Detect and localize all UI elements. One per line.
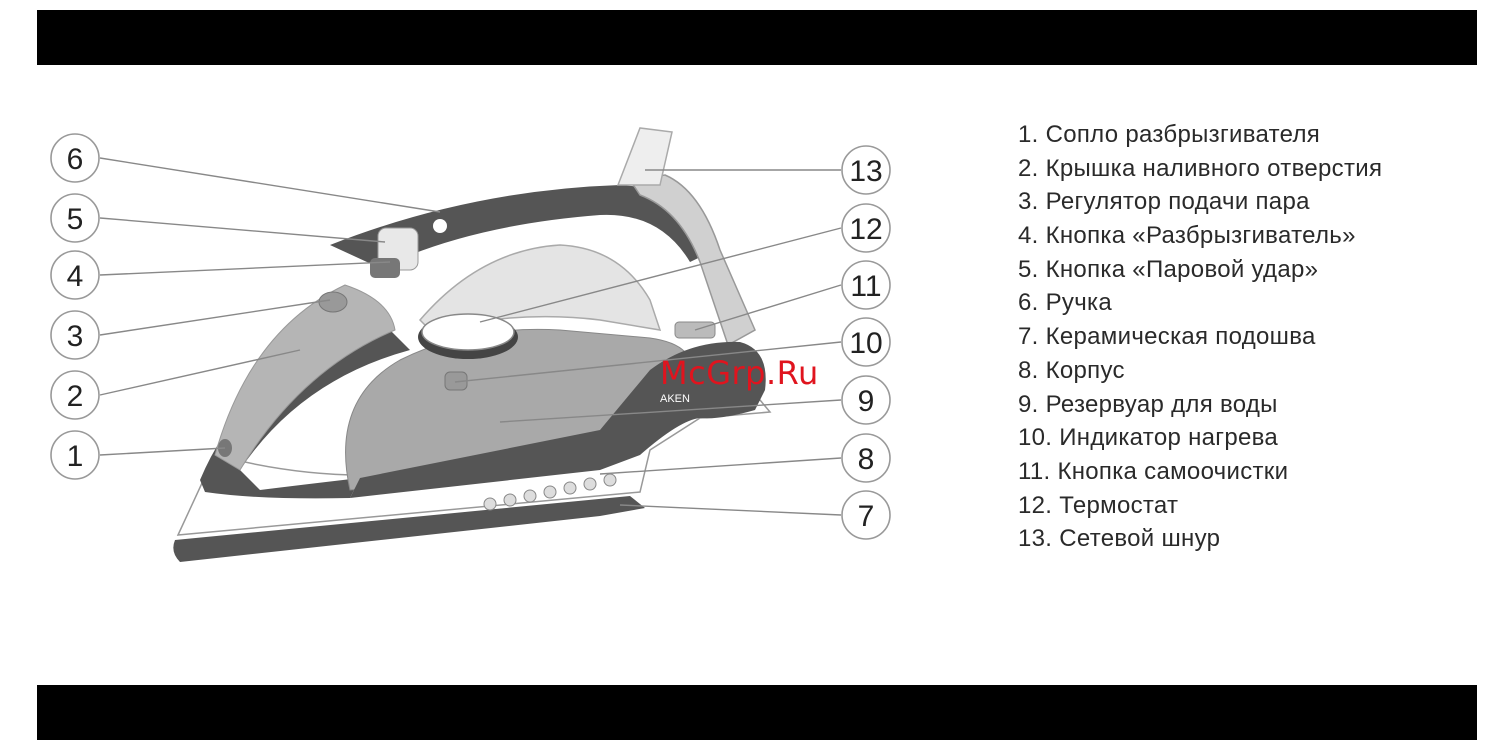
callout-number: 12 — [849, 213, 882, 246]
watermark: McGrp.Ru — [660, 354, 819, 392]
brand-logo: AKEN — [660, 393, 690, 405]
legend-item: 2. Крышка наливного отверстия — [1018, 154, 1383, 182]
legend-item: 5. Кнопка «Паровой удар» — [1018, 255, 1319, 283]
legend-item: 11. Кнопка самоочистки — [1018, 457, 1289, 485]
leader-lines — [99, 157, 842, 516]
leader-line — [99, 447, 226, 456]
callout-circle — [841, 490, 891, 540]
callout-circle — [50, 430, 100, 480]
legend-item: 9. Резервуар для воды — [1018, 390, 1278, 418]
handle-grip — [418, 244, 662, 331]
callout-number: 1 — [67, 440, 84, 473]
legend-item: 1. Сопло разбрызгивателя — [1018, 121, 1321, 148]
handle-band — [330, 185, 715, 268]
legend-item: 10. Индикатор нагрева — [1018, 424, 1279, 452]
legend-item: 7. Керамическая подошва — [1018, 323, 1316, 351]
callout-number: 13 — [849, 155, 882, 188]
legend-item: 3. Регулятор подачи пара — [1018, 188, 1310, 216]
steam-regulator — [318, 291, 348, 313]
callout-circle — [841, 433, 891, 483]
callout-number: 3 — [67, 320, 84, 353]
leader-line — [479, 227, 842, 323]
callout-circle — [50, 370, 100, 420]
leader-line — [454, 341, 842, 383]
callout-number: 2 — [67, 380, 84, 413]
callout-circle — [50, 193, 100, 243]
callout-number: 6 — [67, 143, 84, 176]
callout-number: 7 — [858, 500, 875, 533]
callout-number: 11 — [850, 270, 881, 303]
leader-line — [99, 261, 391, 276]
leader-line — [99, 349, 301, 396]
callout-number: 5 — [67, 203, 84, 236]
callout-circle — [841, 145, 891, 195]
callout-number: 10 — [849, 327, 882, 360]
bottom-black-bar — [37, 685, 1477, 740]
legend-item: 13. Сетевой шнур — [1018, 525, 1221, 553]
leader-line — [99, 157, 441, 213]
callout-number: 9 — [858, 385, 875, 418]
rear-frame — [350, 341, 766, 498]
legend-item: 6. Ручка — [1018, 289, 1112, 317]
callout-circle — [50, 310, 100, 360]
leader-line — [499, 399, 842, 423]
leader-line — [619, 504, 842, 516]
legend-item: 8. Корпус — [1018, 356, 1125, 384]
parts-legend: 1. Сопло разбрызгивателя 2. Крышка наливн… — [1018, 118, 1382, 556]
water-fill-cap — [433, 219, 447, 233]
soleplate — [173, 496, 646, 562]
callout-number: 8 — [858, 443, 875, 476]
temperature-scale — [483, 473, 617, 511]
rear-handle — [628, 174, 756, 347]
leader-line — [694, 284, 842, 331]
callout-circle — [50, 133, 100, 183]
power-cord — [616, 127, 673, 186]
leader-line — [599, 457, 842, 475]
top-black-bar — [37, 10, 1477, 65]
leader-line — [99, 299, 331, 336]
spray-button — [370, 258, 400, 278]
callout-circle — [50, 250, 100, 300]
front-cover — [214, 284, 396, 471]
callout-circle — [841, 260, 891, 310]
legend-item: 4. Кнопка «Разбрызгиватель» — [1018, 222, 1356, 250]
callout-circle — [841, 203, 891, 253]
callout-circle — [841, 317, 891, 367]
callout-number: 4 — [67, 260, 84, 293]
legend-item: 12. Термостат — [1018, 491, 1179, 519]
callout-circle — [841, 375, 891, 425]
leader-line — [99, 217, 386, 243]
